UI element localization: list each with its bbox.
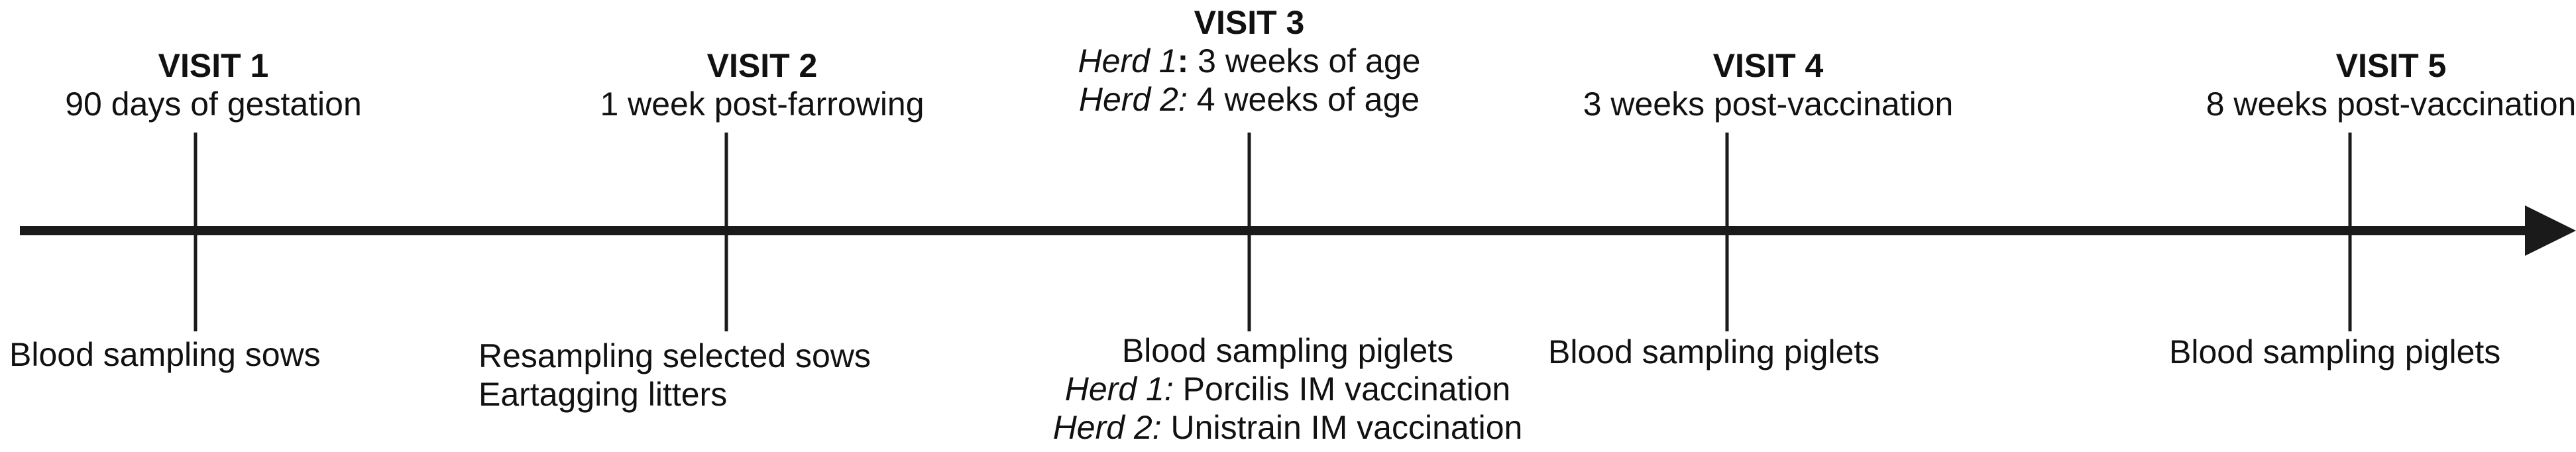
herd-label: Herd 1: <box>1064 370 1174 408</box>
visit-2-header: VISIT 2 1 week post-farrowing <box>600 46 924 123</box>
visit-2-title: VISIT 2 <box>706 47 818 84</box>
visit-2-activity: Resampling selected sows <box>478 337 871 374</box>
visit-3-herd-2-vaccine: Herd 2: Unistrain IM vaccination <box>1053 408 1523 447</box>
visit-3-herd-2-age: Herd 2: 4 weeks of age <box>1078 80 1421 119</box>
visit-3-activities: Blood sampling piglets Herd 1: Porcilis … <box>1053 331 1523 447</box>
visit-1-header: VISIT 1 90 days of gestation <box>65 46 362 123</box>
visit-5-activities: Blood sampling piglets <box>2169 333 2500 371</box>
visit-5-subtitle: 8 weeks post-vaccination <box>2206 85 2576 123</box>
herd-age-text: 3 weeks of age <box>1188 42 1421 80</box>
visit-2-activity: Eartagging litters <box>478 376 728 413</box>
timeline-arrowhead <box>2525 205 2576 256</box>
visit-1-activity: Blood sampling sows <box>9 336 321 373</box>
visit-5-title: VISIT 5 <box>2335 47 2447 84</box>
visit-5-activity: Blood sampling piglets <box>2169 333 2501 370</box>
visit-1-subtitle: 90 days of gestation <box>65 85 362 123</box>
visit-2-subtitle: 1 week post-farrowing <box>600 85 924 123</box>
visit-1-activities: Blood sampling sows <box>9 335 321 374</box>
visit-5-header: VISIT 5 8 weeks post-vaccination <box>2206 46 2576 123</box>
visit-3-herd-1-vaccine: Herd 1: Porcilis IM vaccination <box>1053 370 1523 408</box>
visit-3-herd-1-age: Herd 1: 3 weeks of age <box>1078 42 1421 80</box>
herd-label: Herd 2: <box>1052 409 1162 446</box>
visit-4-activity: Blood sampling piglets <box>1548 333 1880 370</box>
visit-3-activity: Blood sampling piglets <box>1121 332 1454 369</box>
visit-4-title: VISIT 4 <box>1712 47 1824 84</box>
vaccine-text: Porcilis IM vaccination <box>1173 370 1511 408</box>
visit-1-title: VISIT 1 <box>158 47 269 84</box>
vaccine-text: Unistrain IM vaccination <box>1161 409 1523 446</box>
herd-label: Herd 2: <box>1078 81 1188 118</box>
visit-3-title: VISIT 3 <box>1194 4 1305 41</box>
visit-4-activities: Blood sampling piglets <box>1548 333 1879 371</box>
visit-3-header: VISIT 3 Herd 1: 3 weeks of age Herd 2: 4… <box>1078 3 1421 119</box>
herd-age-text: 4 weeks of age <box>1187 81 1420 118</box>
visit-4-subtitle: 3 weeks post-vaccination <box>1583 85 1954 123</box>
visit-2-activities: Resampling selected sows Eartagging litt… <box>478 337 871 414</box>
herd-label: Herd 1 <box>1078 42 1178 80</box>
visit-4-header: VISIT 4 3 weeks post-vaccination <box>1583 46 1954 123</box>
herd-separator: : <box>1177 42 1189 80</box>
